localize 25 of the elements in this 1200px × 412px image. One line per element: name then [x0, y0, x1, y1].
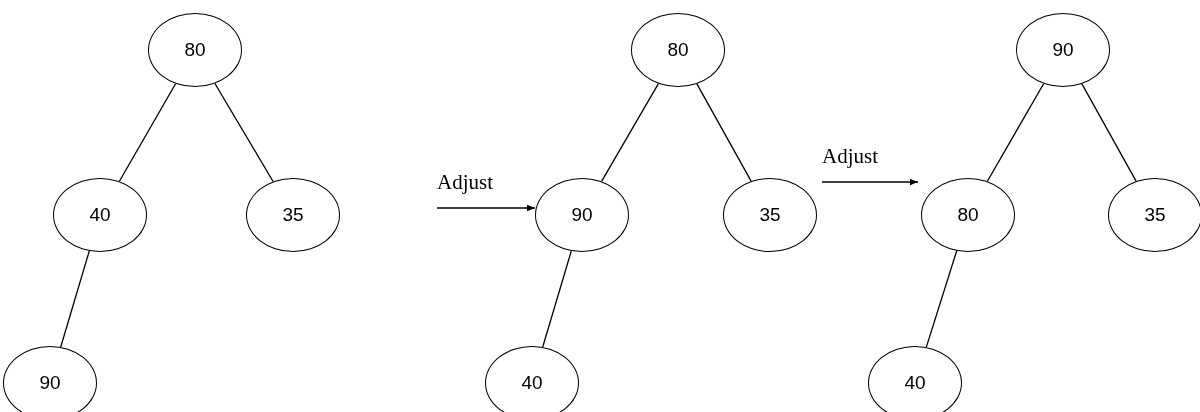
tree-node: 40	[53, 178, 147, 252]
connector-line	[1081, 83, 1137, 182]
tree-node: 35	[723, 178, 817, 252]
tree-node: 80	[148, 13, 242, 87]
tree-node: 90	[1016, 13, 1110, 87]
edge-label: Adjust	[822, 144, 878, 169]
tree-node: 40	[868, 346, 962, 412]
edge-label: Adjust	[437, 170, 493, 195]
tree-node: 35	[1108, 178, 1200, 252]
connector-line	[60, 250, 90, 348]
tree-node: 90	[535, 178, 629, 252]
tree-node: 80	[921, 178, 1015, 252]
connector-line	[214, 82, 274, 183]
tree-node: 80	[631, 13, 725, 87]
tree-node: 40	[485, 346, 579, 412]
connector-line	[925, 250, 958, 348]
connector-line	[542, 250, 572, 348]
arrow	[821, 178, 919, 186]
connector-line	[118, 83, 177, 182]
arrow	[436, 204, 536, 212]
tree-node: 90	[3, 346, 97, 412]
tree-node: 35	[246, 178, 340, 252]
connector-line	[696, 83, 752, 182]
connector-line	[986, 83, 1045, 182]
connector-line	[600, 83, 660, 182]
